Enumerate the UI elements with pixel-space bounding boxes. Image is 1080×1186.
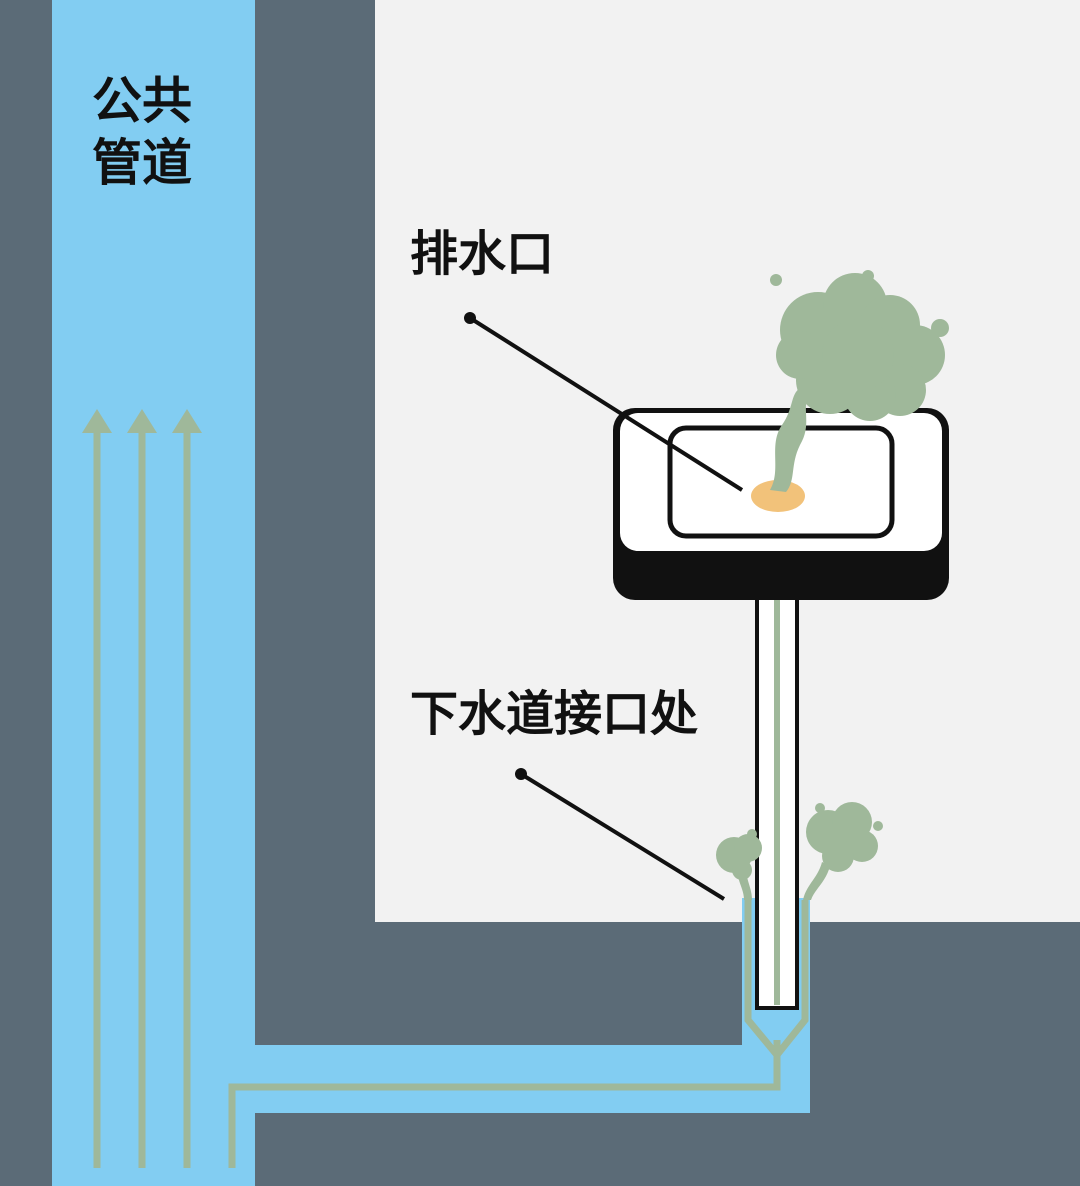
smell-cloud-basin: [770, 270, 949, 492]
drain-leader: [464, 312, 744, 492]
airflow-path-left: [744, 900, 780, 1058]
arrow-up-icon: [127, 409, 157, 1168]
drain-hole: [751, 480, 805, 512]
sewer-joint-label: 下水道接口处: [410, 686, 699, 742]
public-pipe-vertical: [52, 0, 255, 1186]
smell-cloud-joint-right: [803, 802, 883, 900]
upward-arrows: [82, 409, 202, 1168]
arrow-up-icon: [172, 409, 202, 1168]
joint-leader: [515, 768, 726, 901]
airflow-path-right: [774, 900, 809, 1058]
connecting-pipe-horizontal: [255, 1045, 810, 1113]
smell-cloud-joint-left: [716, 829, 762, 900]
arrow-up-icon: [82, 409, 112, 1168]
airflow-paths: [228, 900, 809, 1168]
drain-outlet-label: 排水口: [410, 226, 555, 282]
public-pipe-label: 公共管道: [92, 72, 192, 192]
airflow-path-main: [228, 1040, 781, 1168]
